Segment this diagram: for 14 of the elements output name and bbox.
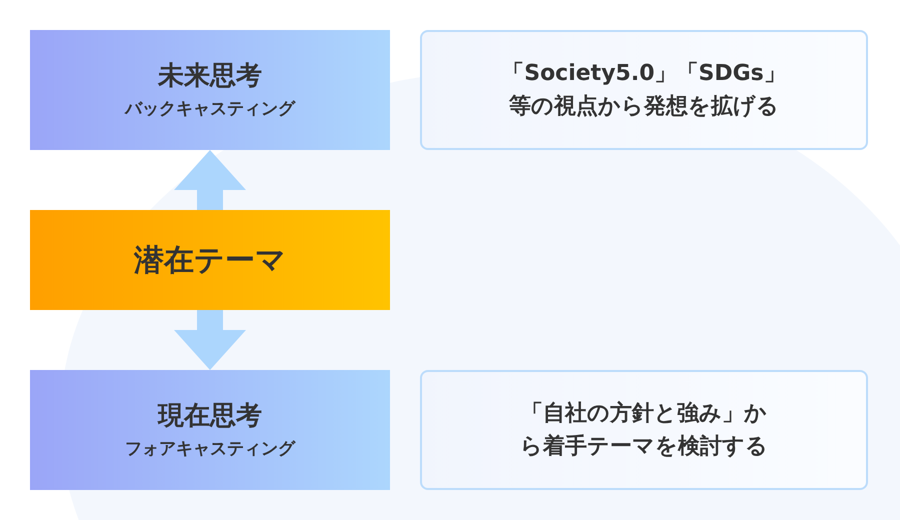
box-title: 未来思考 <box>158 60 262 93</box>
double-arrow <box>174 310 246 370</box>
note-text: 「Society5.0」「SDGs」等の視点から発想を拡げる <box>501 60 787 121</box>
double-arrow <box>174 150 246 210</box>
theme-box <box>30 210 390 310</box>
box-subtitle: バックキャスティング <box>125 98 295 120</box>
thinking-box <box>30 30 390 150</box>
note-text: 「自社の方針と強み」から着手テーマを検討する <box>519 400 769 461</box>
box-title: 現在思考 <box>158 400 262 433</box>
note-box <box>420 30 868 150</box>
box-subtitle: フォアキャスティング <box>125 438 295 460</box>
note-box <box>420 370 868 490</box>
box-title: 潜在テーマ <box>134 242 286 280</box>
thinking-box <box>30 370 390 490</box>
